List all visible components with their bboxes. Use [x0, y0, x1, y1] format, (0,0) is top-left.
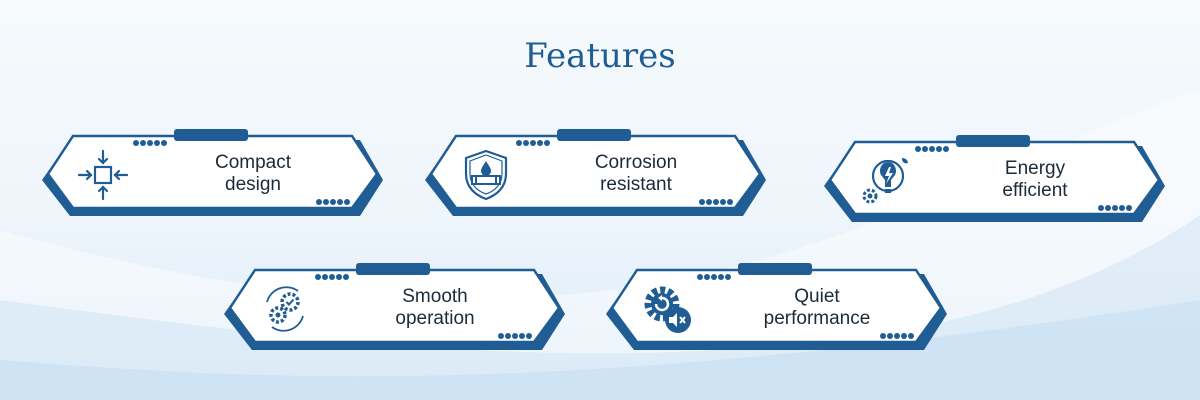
card-frame [606, 263, 947, 350]
lightbulb-leaf-gear-icon [862, 158, 908, 204]
card-frame [425, 129, 766, 216]
card-frame [224, 263, 565, 350]
page-title: Features [524, 36, 676, 76]
gears-cycle-icon [266, 286, 304, 332]
card-frame [42, 129, 383, 216]
shield-water-pipe-icon [464, 149, 508, 201]
card-frame [824, 135, 1165, 222]
compress-arrows-icon [77, 149, 129, 201]
gear-muted-speaker-icon [644, 286, 691, 333]
